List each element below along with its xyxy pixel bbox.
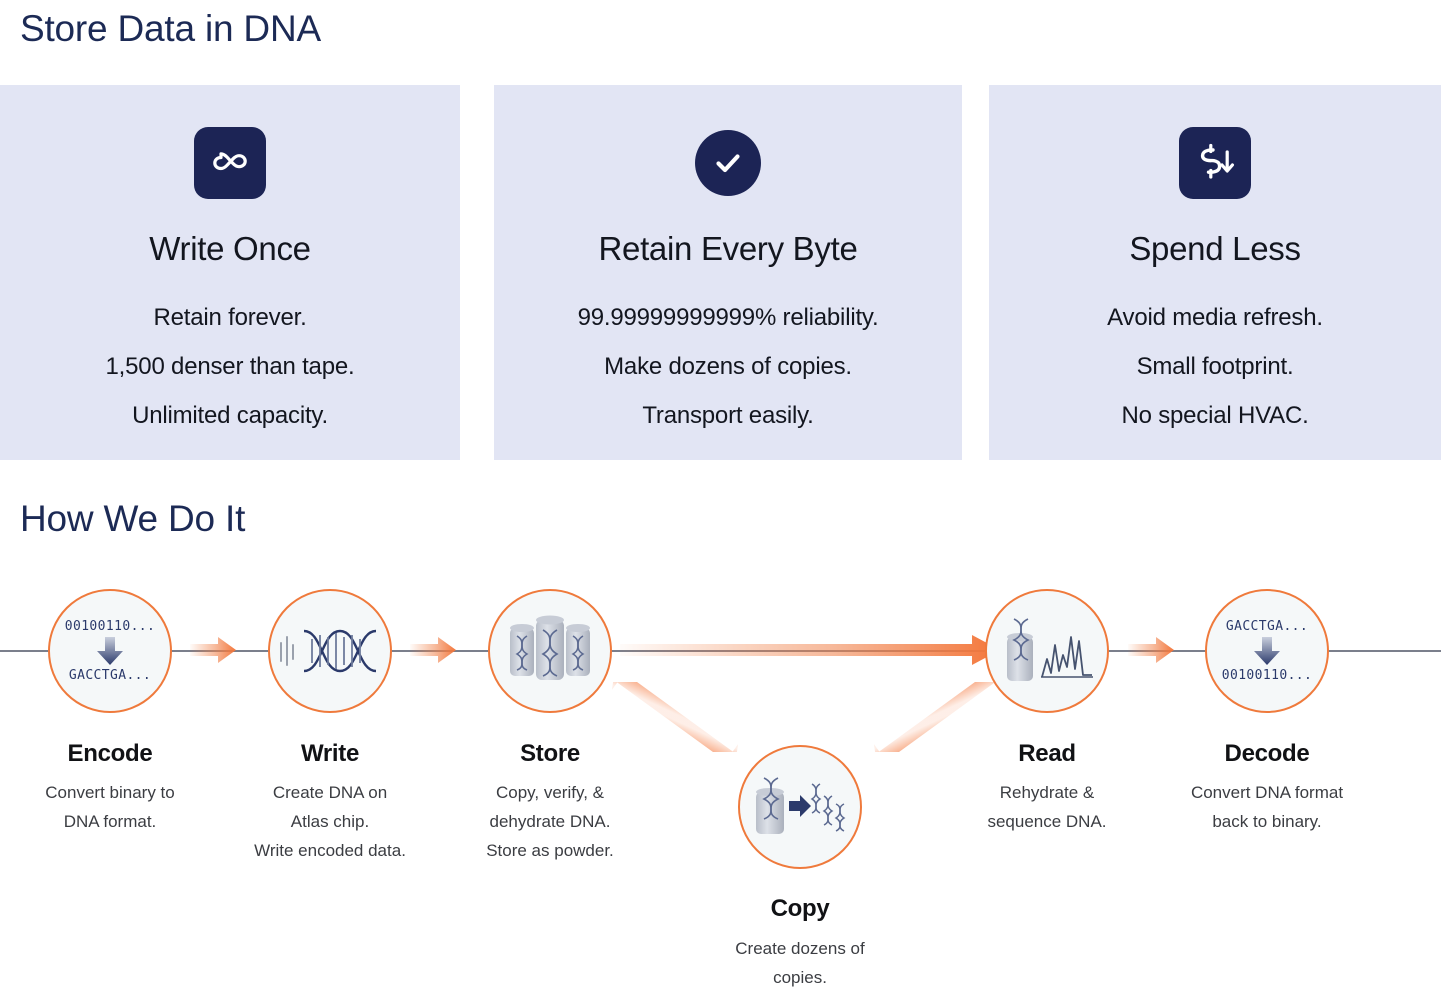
encode-sequence-bottom: GACCTGA... xyxy=(68,668,152,683)
dna-to-binary-icon: GACCTGA... 00100110... xyxy=(1222,619,1313,683)
dna-sequencer-icon xyxy=(1007,618,1093,681)
down-arrow-icon xyxy=(97,637,123,665)
arrow-write-to-store xyxy=(410,637,456,663)
decode-sequence-bottom: 00100110... xyxy=(1221,668,1313,683)
process-label-read: Read xyxy=(1018,740,1076,767)
desc-line: Atlas chip. xyxy=(290,812,370,831)
desc-line: Rehydrate & xyxy=(999,783,1095,802)
desc-line: DNA format. xyxy=(63,812,157,831)
desc-line: Store as powder. xyxy=(486,841,614,860)
card-lines: Avoid media refresh. Small footprint. No… xyxy=(989,293,1441,440)
process-node-read[interactable] xyxy=(985,589,1109,713)
benefit-card-spend-less: Spend Less Avoid media refresh. Small fo… xyxy=(989,85,1441,460)
card-title: Retain Every Byte xyxy=(598,230,858,267)
desc-line: dehydrate DNA. xyxy=(489,812,611,831)
desc-line: Convert binary to xyxy=(45,783,175,802)
desc-line: Copy, verify, & xyxy=(495,783,604,802)
process-node-write[interactable] xyxy=(268,589,392,713)
card-lines: 99.99999999999% reliability. Make dozens… xyxy=(494,293,962,440)
card-line: Avoid media refresh. xyxy=(1107,304,1323,331)
process-node-store[interactable] xyxy=(488,589,612,713)
desc-line: Create DNA on xyxy=(272,783,388,802)
process-node-copy[interactable] xyxy=(738,745,862,869)
card-line: No special HVAC. xyxy=(1121,402,1309,429)
card-icon-wrapper xyxy=(0,126,460,200)
benefit-card-write-once: Write Once Retain forever. 1,500 denser … xyxy=(0,85,460,460)
card-line: Unlimited capacity. xyxy=(132,402,328,429)
arrow-encode-to-write xyxy=(190,637,236,663)
process-node-encode[interactable]: 00100110... GACCTGA... xyxy=(48,589,172,713)
process-desc-store: Copy, verify, & dehydrate DNA. Store as … xyxy=(420,778,680,865)
binary-to-dna-icon: 00100110... GACCTGA... xyxy=(65,619,156,683)
card-line: Transport easily. xyxy=(642,402,814,429)
card-title: Spend Less xyxy=(1129,230,1301,267)
process-desc-read: Rehydrate & sequence DNA. xyxy=(917,778,1177,836)
card-line: Make dozens of copies. xyxy=(604,353,852,380)
infinity-icon xyxy=(194,127,266,199)
process-desc-copy: Create dozens of copies. xyxy=(670,934,930,992)
process-label-store: Store xyxy=(520,740,580,767)
arrow-store-to-copy xyxy=(611,682,739,752)
card-line: Retain forever. xyxy=(153,304,307,331)
card-line: Small footprint. xyxy=(1136,353,1294,380)
dna-vials-icon xyxy=(510,615,590,680)
card-title: Write Once xyxy=(149,230,311,267)
arrow-store-to-read xyxy=(620,635,1000,665)
card-lines: Retain forever. 1,500 denser than tape. … xyxy=(0,293,460,440)
decode-sequence-top: GACCTGA... xyxy=(1225,619,1309,634)
dna-copy-icon xyxy=(756,777,846,834)
process-diagram: 00100110... GACCTGA... Encode Convert bi… xyxy=(0,560,1441,996)
benefit-cards-row: Write Once Retain forever. 1,500 denser … xyxy=(0,85,1441,460)
benefit-card-retain-every-byte: Retain Every Byte 99.99999999999% reliab… xyxy=(494,85,962,460)
dollar-down-arrow-icon xyxy=(1179,127,1251,199)
desc-line: Write encoded data. xyxy=(254,841,406,860)
card-line: 1,500 denser than tape. xyxy=(105,353,355,380)
desc-line: copies. xyxy=(773,968,827,987)
desc-line: sequence DNA. xyxy=(987,812,1107,831)
process-desc-decode: Convert DNA format back to binary. xyxy=(1137,778,1397,836)
down-arrow-icon xyxy=(1254,637,1280,665)
arrow-copy-to-read xyxy=(873,682,1001,752)
process-label-copy: Copy xyxy=(770,895,830,922)
card-icon-wrapper xyxy=(989,126,1441,200)
process-desc-write: Create DNA on Atlas chip. Write encoded … xyxy=(200,778,460,865)
desc-line: back to binary. xyxy=(1212,812,1322,831)
desc-line: Create dozens of xyxy=(735,939,865,958)
arrow-read-to-decode xyxy=(1128,637,1174,663)
encode-sequence-top: 00100110... xyxy=(64,619,156,634)
process-label-decode: Decode xyxy=(1224,740,1310,767)
desc-line: Convert DNA format xyxy=(1190,783,1344,802)
process-desc-encode: Convert binary to DNA format. xyxy=(0,778,240,836)
process-label-write: Write xyxy=(300,740,360,767)
page-title: Store Data in DNA xyxy=(20,8,321,49)
dna-helix-icon xyxy=(280,629,377,673)
check-icon xyxy=(695,130,761,196)
card-icon-wrapper xyxy=(494,126,962,200)
process-node-decode[interactable]: GACCTGA... 00100110... xyxy=(1205,589,1329,713)
section-title: How We Do It xyxy=(20,498,246,539)
card-line: 99.99999999999% reliability. xyxy=(577,304,879,331)
process-label-encode: Encode xyxy=(67,740,153,767)
